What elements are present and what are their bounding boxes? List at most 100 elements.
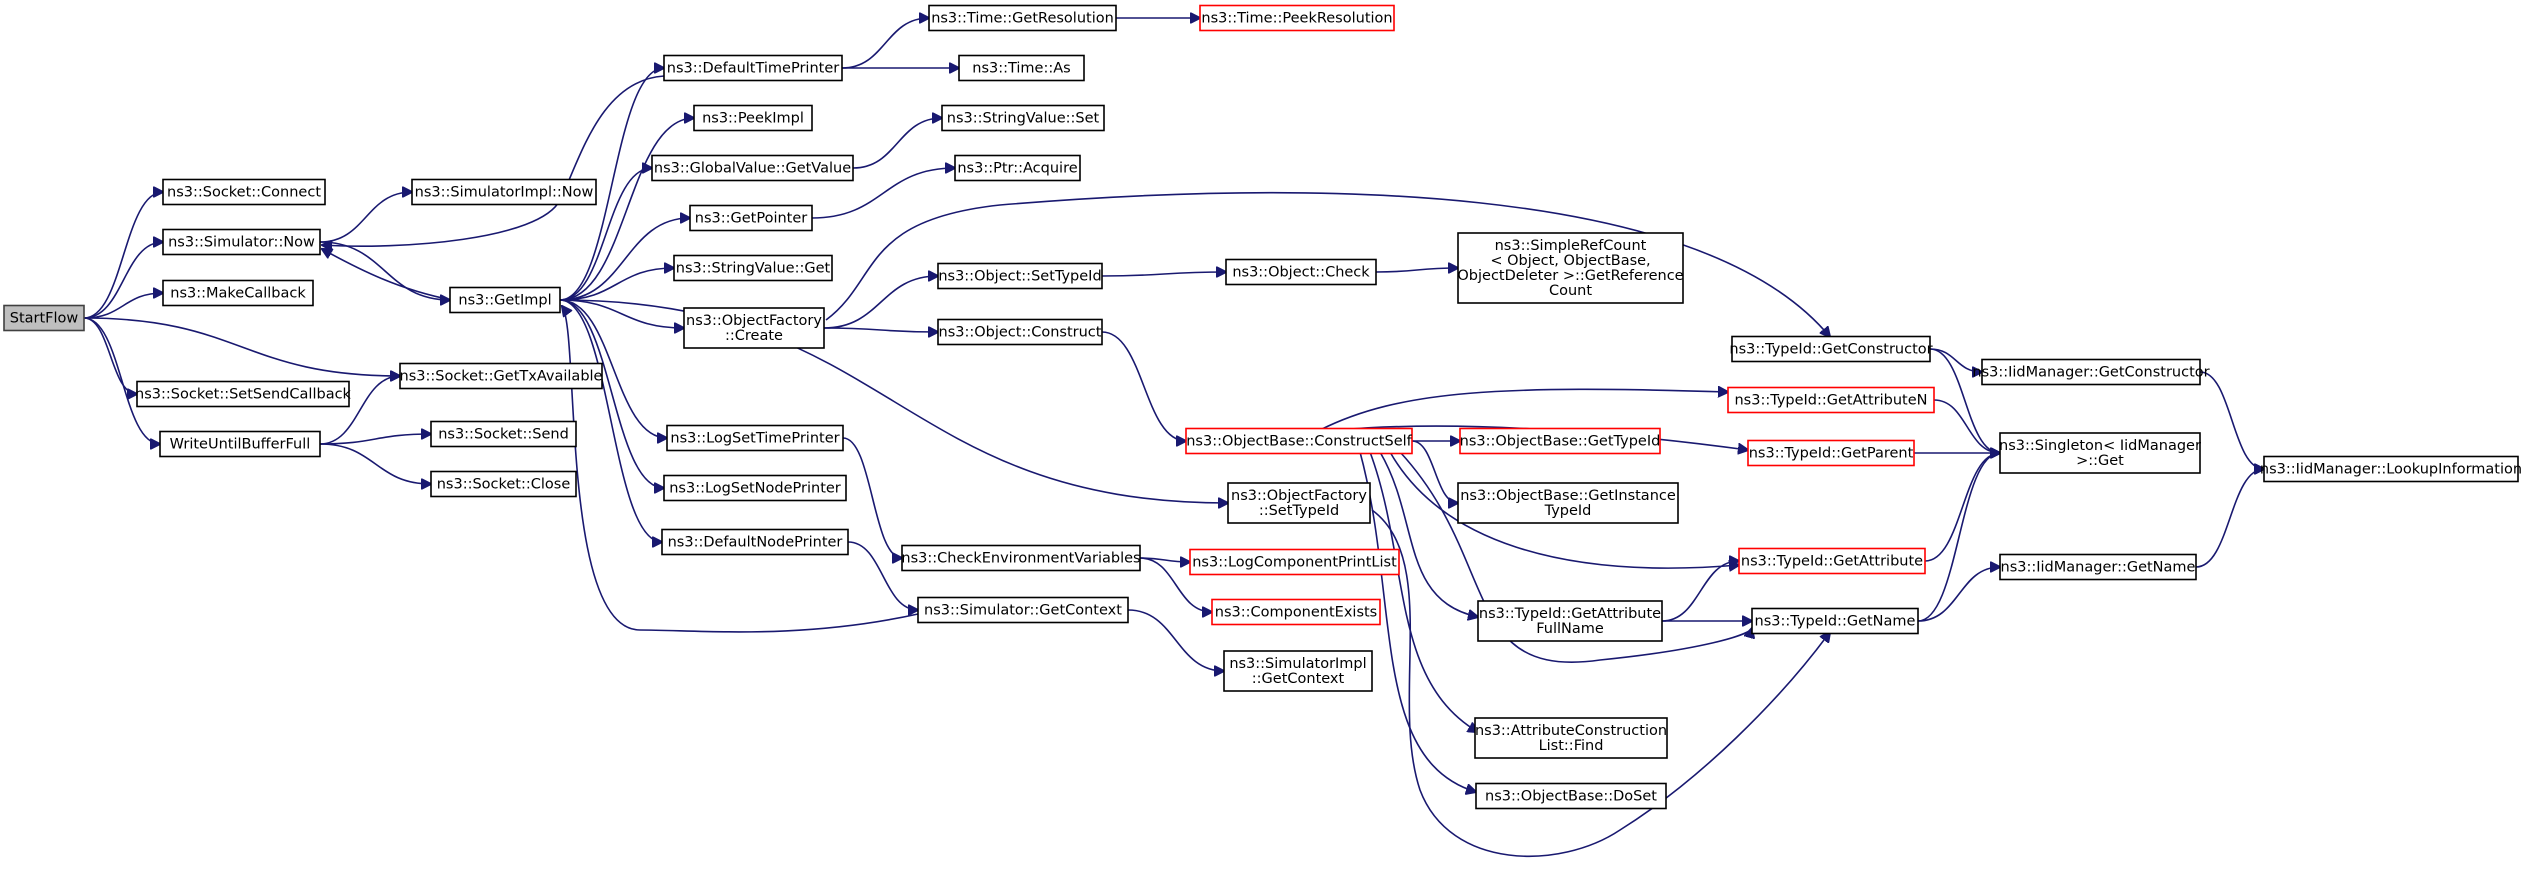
node-SimpleRefCount[interactable]: ns3::SimpleRefCount< Object, ObjectBase,… [1457, 232, 1684, 304]
node-DefaultTimePrinter[interactable]: ns3::DefaultTimePrinter [663, 54, 843, 82]
node-box [1211, 598, 1381, 626]
node-box [958, 54, 1085, 82]
node-box [954, 154, 1081, 182]
node-ObjectFactorySetTypeId[interactable]: ns3::ObjectFactory::SetTypeId [1227, 482, 1371, 524]
node-GetPointer[interactable]: ns3::GetPointer [689, 204, 813, 232]
edge-WriteUntilBufferFull-to-SocketClose [319, 443, 431, 484]
node-label: ns3::Time::GetResolution [931, 11, 1114, 27]
node-MakeCallback[interactable]: ns3::MakeCallback [162, 279, 314, 307]
node-box [1474, 717, 1668, 759]
node-label: ns3::CheckEnvironmentVariables [901, 551, 1140, 567]
node-WriteUntilBufferFull[interactable]: WriteUntilBufferFull [159, 430, 321, 458]
node-GlobalValueGetValue[interactable]: ns3::GlobalValue::GetValue [651, 154, 854, 182]
node-StartFlow[interactable]: StartFlow [3, 304, 85, 332]
node-TypeIdGetAttribute[interactable]: ns3::TypeId::GetAttribute [1738, 547, 1926, 575]
node-box [1747, 439, 1915, 467]
node-label: ns3::IidManager::LookupInformation [2260, 462, 2522, 478]
edge-ConstructSelf-to-TypeIdGetAttribute [1389, 451, 1739, 568]
node-ObjectBaseGetTypeId[interactable]: ns3::ObjectBase::GetTypeId [1459, 427, 1661, 455]
edge-ObjectConstruct-to-ConstructSelf [1101, 331, 1186, 441]
node-label: ns3::IidManager::GetName [2001, 560, 2196, 576]
node-box [1475, 782, 1667, 810]
node-label: ns3::GetImpl [458, 293, 551, 309]
node-PtrAcquire[interactable]: ns3::Ptr::Acquire [954, 154, 1081, 182]
node-box [399, 362, 603, 390]
edge-ObjectFactoryCreate-to-ObjectSetTypeId [823, 276, 938, 329]
node-box [941, 104, 1105, 132]
node-label: ns3::LogComponentPrintList [1192, 555, 1397, 571]
node-label: ns3::IidManager::GetConstructor [1972, 365, 2209, 381]
node-ObjectConstruct[interactable]: ns3::Object::Construct [937, 318, 1103, 346]
node-box [430, 420, 577, 448]
node-LogComponentPrintList[interactable]: ns3::LogComponentPrintList [1189, 548, 1400, 576]
node-SimulatorNow[interactable]: ns3::Simulator::Now [162, 228, 321, 256]
node-label: ns3::ObjectBase::GetInstance [1460, 488, 1676, 504]
node-SimulatorImplGetContext[interactable]: ns3::SimulatorImpl::GetContext [1223, 650, 1373, 692]
node-IidManagerGetName[interactable]: ns3::IidManager::GetName [1999, 553, 2197, 581]
node-TypeIdGetAttributeN[interactable]: ns3::TypeId::GetAttributeN [1727, 386, 1935, 414]
edge-DefaultNodePrinter-to-SimulatorGetContext [847, 541, 918, 610]
node-ObjectCheck[interactable]: ns3::Object::Check [1225, 258, 1377, 286]
node-box [1751, 607, 1919, 635]
node-box [430, 470, 577, 498]
node-CheckEnvironmentVariables[interactable]: ns3::CheckEnvironmentVariables [901, 544, 1141, 572]
node-IidManagerLookupInformation[interactable]: ns3::IidManager::LookupInformation [2260, 455, 2522, 483]
node-label: ns3::GlobalValue::GetValue [654, 161, 851, 177]
node-label: ns3::Time::As [972, 61, 1070, 77]
node-SocketSend[interactable]: ns3::Socket::Send [430, 420, 577, 448]
node-DefaultNodePrinter[interactable]: ns3::DefaultNodePrinter [661, 528, 849, 556]
node-GetTxAvailable[interactable]: ns3::Socket::GetTxAvailable [399, 362, 603, 390]
node-label: ns3::MakeCallback [170, 286, 306, 302]
node-TimeGetResolution[interactable]: ns3::Time::GetResolution [928, 4, 1117, 32]
node-TimeAs[interactable]: ns3::Time::As [958, 54, 1085, 82]
node-label: List::Find [1539, 738, 1604, 754]
node-label: ::Create [725, 328, 783, 344]
node-StringValueSet[interactable]: ns3::StringValue::Set [941, 104, 1105, 132]
node-IidManagerGetConstructor[interactable]: ns3::IidManager::GetConstructor [1972, 358, 2210, 386]
node-label: ns3::PeekImpl [702, 111, 804, 127]
node-SocketConnect[interactable]: ns3::Socket::Connect [162, 178, 326, 206]
node-box [1731, 335, 1931, 363]
node-box [693, 104, 813, 132]
node-SimulatorImplNow[interactable]: ns3::SimulatorImpl::Now [411, 178, 597, 206]
edge-GetImpl-to-GetPointer [559, 218, 690, 301]
edge-LogSetTimePrinter-to-CheckEnvironmentVariables [842, 437, 902, 558]
node-box [159, 430, 321, 458]
node-ComponentExists[interactable]: ns3::ComponentExists [1211, 598, 1381, 626]
node-ObjectFactoryCreate[interactable]: ns3::ObjectFactory::Create [683, 307, 825, 349]
node-ObjectBaseDoSet[interactable]: ns3::ObjectBase::DoSet [1475, 782, 1667, 810]
node-box [3, 304, 85, 332]
edge-TypeIdGetName-to-IidManagerGetName [1917, 567, 2000, 622]
node-SingletonGet[interactable]: ns3::Singleton< IidManager >::Get [1999, 432, 2201, 474]
node-PeekImpl[interactable]: ns3::PeekImpl [693, 104, 813, 132]
node-box [683, 307, 825, 349]
edge-ConstructSelf-to-TypeIdGetAttributeN [1319, 389, 1728, 431]
node-box [663, 54, 843, 82]
node-label: ns3::GetPointer [695, 211, 808, 227]
edge-WriteUntilBufferFull-to-GetTxAvailable [319, 376, 400, 445]
node-TypeIdGetParent[interactable]: ns3::TypeId::GetParent [1747, 439, 1915, 467]
node-box [689, 204, 813, 232]
edge-GetImpl-to-LogSetTimePrinter [559, 299, 667, 438]
node-box [1727, 386, 1935, 414]
node-TypeIdGetName[interactable]: ns3::TypeId::GetName [1751, 607, 1919, 635]
node-label: ns3::ComponentExists [1215, 605, 1378, 621]
node-TypeIdGetConstructor[interactable]: ns3::TypeId::GetConstructor [1729, 335, 1933, 363]
node-ObjectSetTypeId[interactable]: ns3::Object::SetTypeId [937, 262, 1103, 290]
node-TimePeekResolution[interactable]: ns3::Time::PeekResolution [1199, 4, 1395, 32]
node-SetSendCallback[interactable]: ns3::Socket::SetSendCallback [135, 380, 352, 408]
node-LogSetNodePrinter[interactable]: ns3::LogSetNodePrinter [663, 474, 847, 502]
node-SocketClose[interactable]: ns3::Socket::Close [430, 470, 577, 498]
node-ConstructSelf[interactable]: ns3::ObjectBase::ConstructSelf [1185, 427, 1413, 455]
node-label: ns3::Ptr::Acquire [957, 161, 1077, 177]
node-StringValueGet[interactable]: ns3::StringValue::Get [673, 254, 833, 282]
node-SimulatorGetContext[interactable]: ns3::Simulator::GetContext [917, 596, 1129, 624]
node-box [663, 474, 847, 502]
node-LogSetTimePrinter[interactable]: ns3::LogSetTimePrinter [666, 424, 844, 452]
edge-GetImpl-to-PeekImpl [559, 118, 694, 301]
node-GetImpl[interactable]: ns3::GetImpl [449, 286, 561, 314]
edge-DefaultTimePrinter-to-SimulatorNow [322, 75, 665, 246]
